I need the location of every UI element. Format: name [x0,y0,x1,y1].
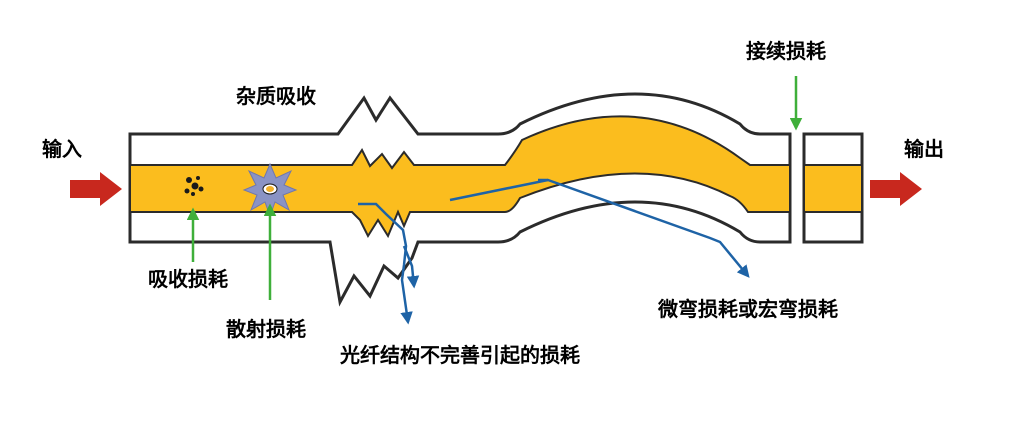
fiber-output-core [803,164,863,213]
structure-loss-ray [358,202,413,325]
scattering-loss-label: 散射损耗 [226,317,306,341]
absorption-particles-icon [184,176,204,196]
output-label: 输出 [904,137,944,161]
structure-loss-label: 光纤结构不完善引起的损耗 [339,343,580,367]
fiber-output-segment [802,132,864,244]
fiber-core [129,115,791,239]
input-label: 输入 [42,137,82,161]
absorption-loss-label: 吸收损耗 [148,267,228,291]
bend-loss-ray [449,178,750,278]
bend-loss-label: 微弯损耗或宏弯损耗 [657,297,838,321]
input-arrow [70,172,122,206]
output-arrow [870,172,922,206]
structure-loss-ray-branch [402,245,420,289]
splice-loss-label: 接续损耗 [746,39,826,63]
impurity-absorption-label: 杂质吸收 [236,84,316,108]
scattering-star-icon [242,162,298,218]
